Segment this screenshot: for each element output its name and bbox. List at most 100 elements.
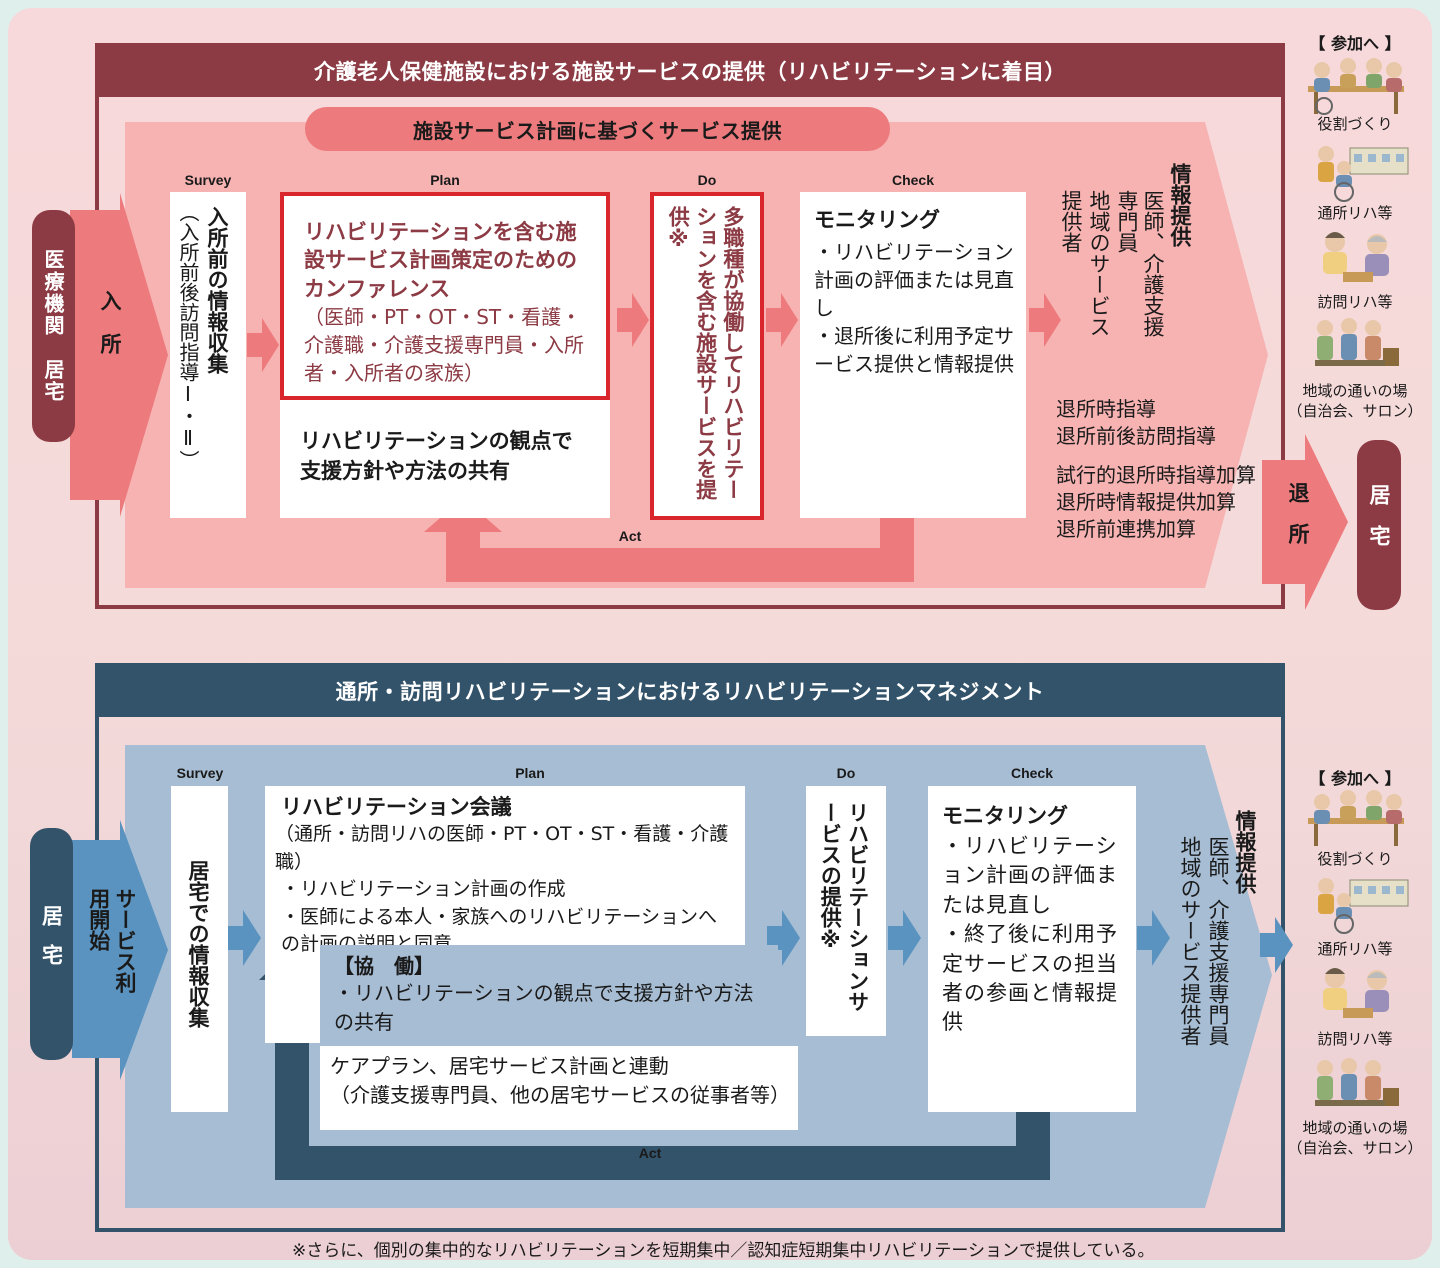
bottom-title: 通所・訪問リハビリテーションにおけるリハビリテーションマネジメント — [335, 680, 1045, 704]
top-check-box: モニタリング ・リハビリテーション計画の評価または見直し ・退所後に利用予定サー… — [800, 192, 1026, 518]
bottom-phase-act: Act — [638, 1145, 662, 1161]
side-top-item-1: 役割づくり — [1317, 115, 1393, 133]
bottom-check-box: モニタリング ・リハビリテーション計画の評価または見直し ・終了後に利用予定サー… — [928, 786, 1136, 1112]
entry-arrow-bottom — [72, 820, 168, 1080]
exit-arrow — [1262, 434, 1348, 610]
side-bottom-header: 【 参加へ 】 — [1309, 769, 1401, 788]
bottom-phase-check: Check — [1010, 765, 1054, 781]
discharge-guidance-1: 退所時指導 — [1056, 397, 1156, 421]
top-survey-note: （入所前後訪問指導Ⅰ・Ⅱ） — [176, 202, 200, 470]
arrow-do-check — [766, 293, 798, 347]
top-survey-title: 入所前の情報収集 — [205, 206, 229, 374]
arrow-check-info — [1029, 293, 1061, 347]
footnote: ※さらに、個別の集中的なリハビリテーションを短期集中／認知症短期集中リハビリテー… — [292, 1241, 1155, 1261]
community-illustration — [1315, 318, 1399, 366]
top-phase-plan: Plan — [430, 172, 460, 188]
side-top-item-4: 地域の通いの場 — [1302, 382, 1408, 400]
role-making-illustration — [1308, 58, 1404, 115]
side-bottom-item-1: 役割づくり — [1317, 850, 1393, 868]
top-entry-from: 医療機関 居宅 — [32, 210, 75, 442]
bottom-phase-plan: Plan — [515, 765, 545, 781]
role-making-illustration-2 — [1308, 790, 1404, 846]
top-check-title: モニタリング — [814, 208, 940, 232]
top-plan-members: （医師・PT・OT・ST・看護・介護職・介護支援専門員・入所者・入所者の家族） — [304, 305, 584, 386]
bottom-check-item-2: ・終了後に利用予定サービスの担当者の参画と情報提供 — [942, 922, 1118, 1035]
side-top-header: 【 参加へ 】 — [1309, 34, 1401, 53]
arrow-check-info-b — [1137, 910, 1170, 966]
act-loop-bottom — [275, 975, 1050, 1180]
top-info-line-4: 提供者 — [1059, 190, 1083, 253]
bottom-title-bar: 通所・訪問リハビリテーションにおけるリハビリテーションマネジメント — [97, 665, 1283, 717]
bottom-careplan-box: ケアプラン、居宅サービス計画と連動 （介護支援専門員、他の居宅サービスの従事者等… — [320, 1046, 798, 1130]
arrow-plan-do — [617, 293, 649, 347]
top-subtitle: 施設サービス計画に基づくサービス提供 — [413, 118, 782, 143]
top-plan-share: リハビリテーションの観点で支援方針や方法の共有 — [300, 429, 573, 484]
bottom-do-text: リハビリテーションサービスの提供※ — [818, 802, 870, 1012]
side-bottom-sub: （自治会、サロン） — [1287, 1139, 1423, 1157]
top-exit-to: 居宅 — [1357, 440, 1401, 610]
discharge-addition-2: 退所時情報提供加算 — [1056, 490, 1236, 514]
bottom-entry-from: 居宅 — [30, 828, 73, 1060]
arrow-plan-do-b — [767, 910, 800, 966]
bottom-do-box: リハビリテーションサービスの提供※ — [806, 786, 886, 1036]
top-discharge-guidance: 退所時指導 退所前後訪問指導 — [1056, 396, 1216, 450]
arrow-do-check-b — [888, 910, 921, 966]
top-subtitle-pill: 施設サービス計画に基づくサービス提供 — [305, 107, 890, 151]
day-rehab-illustration-2 — [1318, 878, 1409, 934]
top-info-line-3: 地域のサービス — [1087, 190, 1111, 337]
bottom-info-line-2: 地域のサービス提供者 — [1178, 836, 1202, 1046]
side-top-item-3: 訪問リハ等 — [1317, 293, 1393, 311]
top-info-line-1: 医師、介護支援 — [1141, 190, 1165, 337]
arrow-survey-plan-b — [228, 910, 261, 966]
top-phase-do: Do — [697, 172, 717, 188]
bottom-check-item-1: ・リハビリテーション計画の評価または見直し — [942, 834, 1118, 917]
top-survey-box: （入所前後訪問指導Ⅰ・Ⅱ） 入所前の情報収集 — [170, 192, 246, 518]
bottom-careplan-line-2: （介護支援専門員、他の居宅サービスの従事者等） — [330, 1083, 790, 1107]
community-illustration-2 — [1315, 1058, 1399, 1106]
bottom-collab-title: 【協 働】 — [334, 954, 434, 978]
bottom-survey-box: 居宅での情報収集 — [171, 786, 228, 1112]
top-info-title: 情報提供 — [1168, 163, 1192, 247]
side-bottom-item-3: 訪問リハ等 — [1317, 1030, 1393, 1048]
top-title: 介護老人保健施設における施設サービスの提供（リハビリテーションに着目） — [313, 60, 1067, 84]
bottom-survey-text: 居宅での情報収集 — [186, 860, 210, 1028]
side-top-item-2: 通所リハ等 — [1317, 204, 1393, 222]
top-phase-survey: Survey — [184, 172, 232, 188]
top-exit-label: 退所 — [1286, 482, 1310, 564]
bottom-plan-item-1: ・リハビリテーション計画の作成 — [281, 878, 566, 901]
discharge-guidance-2: 退所前後訪問指導 — [1056, 424, 1216, 448]
top-info-line-2: 専門員 — [1115, 190, 1139, 253]
arrow-survey-plan — [247, 318, 279, 372]
bottom-info-title: 情報提供 — [1233, 810, 1257, 894]
home-rehab-illustration-2 — [1323, 968, 1389, 1018]
side-bottom-item-2: 通所リハ等 — [1317, 940, 1393, 958]
bottom-phase-survey: Survey — [176, 765, 224, 781]
entry-arrow-top — [70, 193, 168, 517]
top-plan-conference-box: リハビリテーションを含む施設サービス計画策定のためのカンファレンス （医師・PT… — [280, 192, 610, 400]
side-bottom-item-4: 地域の通いの場 — [1302, 1119, 1408, 1137]
bottom-info-line-1: 医師、介護支援専門員 — [1206, 836, 1230, 1046]
top-phase-check: Check — [891, 172, 935, 188]
bottom-entry-label: サービス利用開始 — [86, 888, 137, 993]
bottom-careplan-line-1: ケアプラン、居宅サービス計画と連動 — [330, 1054, 669, 1078]
top-check-item-2: ・退所後に利用予定サービス提供と情報提供 — [814, 324, 1014, 376]
top-do-box: 多職種が協働してリハビリテーションを含む施設サービスを提供※ — [650, 192, 764, 520]
bottom-collab-text: ・リハビリテーションの観点で支援方針や方法の共有 — [334, 981, 754, 1034]
day-rehab-illustration — [1318, 146, 1409, 202]
act-loop-top — [446, 515, 914, 582]
side-top-sub: （自治会、サロン） — [1287, 402, 1423, 420]
top-discharge-additions: 試行的退所時指導加算 退所時情報提供加算 退所前連携加算 — [1056, 462, 1256, 543]
top-check-item-1: ・リハビリテーション計画の評価または見直し — [814, 240, 1014, 320]
bottom-plan-title: リハビリテーション会議 — [281, 795, 512, 819]
bottom-collab-box: 【協 働】 ・リハビリテーションの観点で支援方針や方法の共有 — [320, 945, 778, 1045]
bottom-check-title: モニタリング — [942, 804, 1068, 828]
discharge-addition-1: 試行的退所時指導加算 — [1056, 463, 1256, 487]
bottom-plan-members: （通所・訪問リハの医師・PT・OT・ST・看護・介護職） — [275, 823, 729, 873]
top-title-bar: 介護老人保健施設における施設サービスの提供（リハビリテーションに着目） — [97, 45, 1283, 97]
arrow-info-participation — [1260, 917, 1293, 973]
top-phase-act: Act — [618, 528, 642, 544]
discharge-addition-3: 退所前連携加算 — [1056, 517, 1196, 541]
top-entry-label: 入所 — [98, 290, 122, 376]
home-rehab-illustration — [1323, 232, 1389, 282]
top-plan-title: リハビリテーションを含む施設サービス計画策定のためのカンファレンス — [304, 220, 577, 301]
